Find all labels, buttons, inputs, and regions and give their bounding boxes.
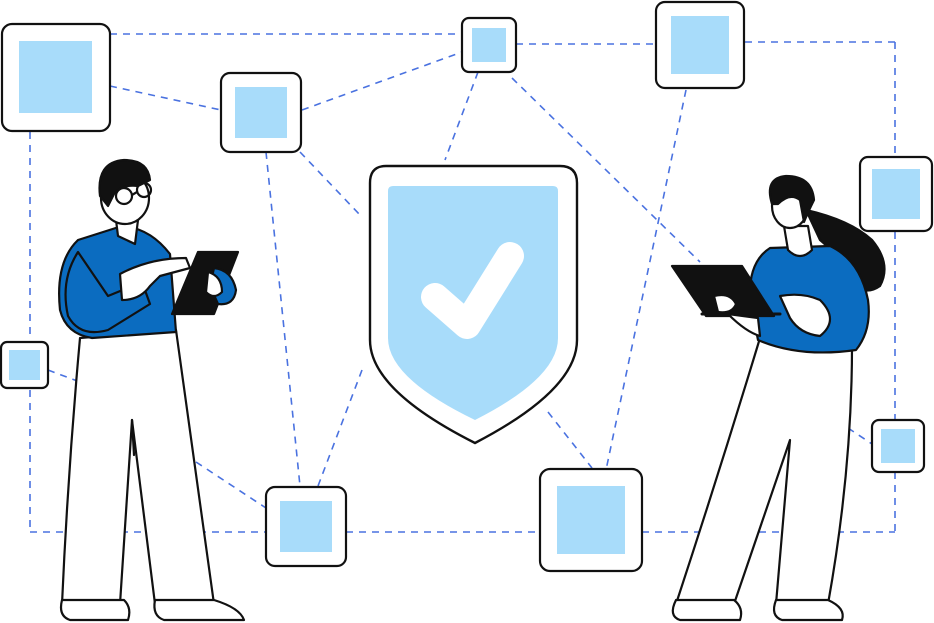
man-with-tablet xyxy=(58,158,246,622)
link xyxy=(299,151,361,216)
woman-with-laptop xyxy=(670,174,886,622)
network-node-icon xyxy=(870,418,926,474)
network-node-icon xyxy=(0,340,50,390)
network-node-icon xyxy=(0,22,112,133)
link xyxy=(109,85,222,111)
shield-check-icon xyxy=(368,164,579,445)
link xyxy=(847,427,873,445)
network-nodes xyxy=(0,0,934,573)
network-node-icon xyxy=(219,71,303,154)
network-node-icon xyxy=(538,467,644,573)
link xyxy=(47,369,81,383)
network-node-icon xyxy=(264,485,348,568)
link xyxy=(547,411,593,469)
link xyxy=(317,369,363,487)
link xyxy=(605,89,687,471)
network-node-icon xyxy=(858,155,934,233)
network-node-icon xyxy=(654,0,746,90)
link xyxy=(265,151,301,487)
link xyxy=(444,71,479,161)
link xyxy=(301,51,463,111)
link xyxy=(511,77,701,263)
network-node-icon xyxy=(460,16,518,74)
link xyxy=(195,461,267,509)
check-icon xyxy=(421,242,524,339)
